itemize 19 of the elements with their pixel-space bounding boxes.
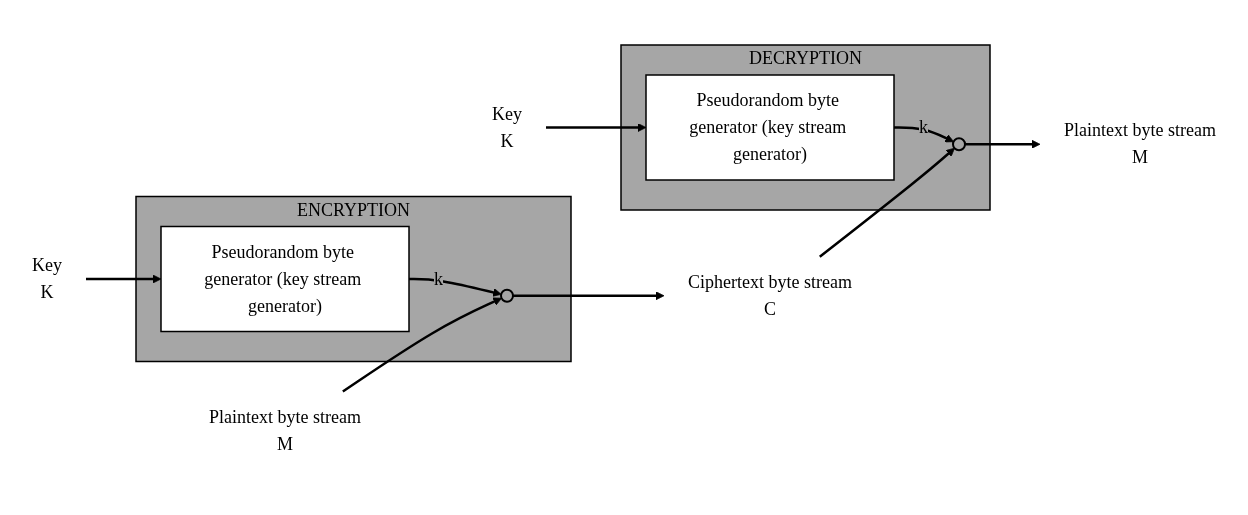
node-circle (500, 289, 514, 303)
arrow (86, 274, 162, 284)
arrow (894, 126, 954, 143)
arrow (513, 291, 665, 301)
node-box: Pseudorandom byte generator (key stream generator) (645, 74, 895, 181)
node-text: Key K (32, 255, 63, 303)
node-box: Pseudorandom byte generator (key stream generator) (160, 226, 410, 333)
node-text: Plaintext byte stream M (1064, 120, 1216, 168)
arrow (819, 148, 955, 258)
arrow (546, 123, 647, 133)
node-text: Key K (492, 103, 523, 151)
edge-label: k (919, 117, 929, 138)
edge-label: k (434, 268, 444, 289)
arrow (965, 140, 1041, 149)
node-text: Ciphertext byte stream C (688, 272, 852, 319)
node-text: Plaintext byte stream M (209, 406, 361, 454)
node-circle (952, 137, 966, 152)
arrow (409, 278, 502, 297)
arrow (342, 297, 502, 393)
